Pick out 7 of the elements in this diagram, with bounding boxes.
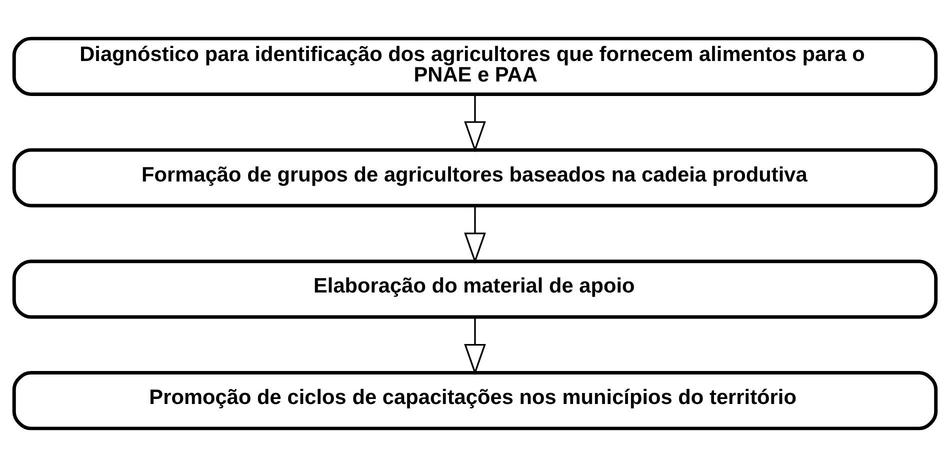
arrow xyxy=(464,316,486,375)
node-box: Diagnóstico para identificação dos agricultores que fornecem alimentos para o PNAE e PAA xyxy=(12,36,938,96)
node-box: Formação de grupos de agricultores baseados na cadeia produtiva xyxy=(12,148,938,207)
node-box: Promoção de ciclos de capacitações nos municípios do território xyxy=(12,370,938,430)
arrow xyxy=(464,94,486,152)
arrow xyxy=(464,206,486,264)
node-box: Elaboração do material de apoio xyxy=(12,259,938,318)
